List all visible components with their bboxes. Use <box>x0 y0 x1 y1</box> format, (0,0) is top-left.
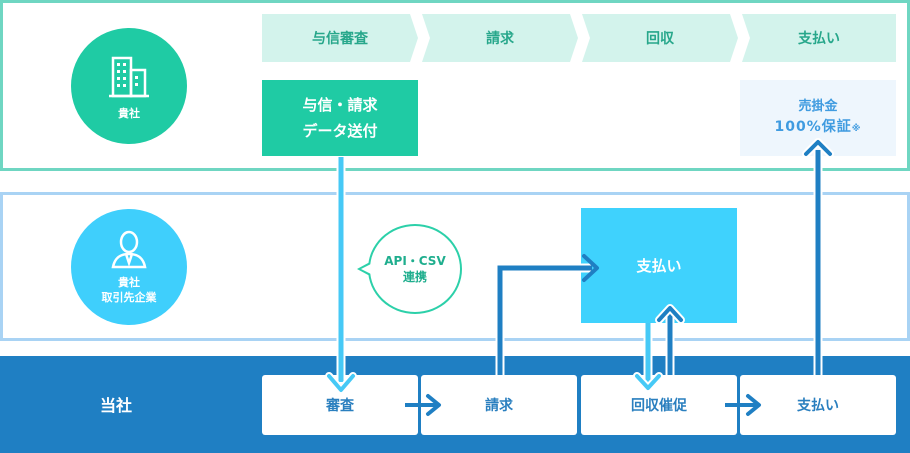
api-csv-bubble: API・CSV 連携 <box>368 224 462 314</box>
us-step-billing: 請求 <box>421 375 577 435</box>
guarantee-line2: 100%保証 <box>774 119 852 135</box>
client-badge: 貴社 <box>71 28 187 144</box>
partner-badge: 貴社 取引先企業 <box>71 209 187 325</box>
guarantee-line1: 売掛金 <box>798 99 838 114</box>
partner-payment-box: 支払い <box>581 208 737 323</box>
send-data-line2: データ送付 <box>302 122 378 140</box>
guarantee-box: 売掛金 100%保証※ <box>740 80 896 156</box>
step-credit-check: 与信審査 <box>262 14 418 62</box>
client-label: 貴社 <box>118 106 140 120</box>
send-data-box: 与信・請求 データ送付 <box>262 80 418 156</box>
building-icon <box>109 56 149 97</box>
bubble-line2: 連携 <box>402 270 427 284</box>
send-data-line1: 与信・請求 <box>302 96 378 114</box>
us-step-review: 審査 <box>262 375 418 435</box>
bubble-line1: API・CSV <box>384 254 446 268</box>
person-icon <box>111 230 147 269</box>
step-payment: 支払い <box>742 14 896 62</box>
us-step-payment: 支払い <box>740 375 896 435</box>
partner-label: 貴社 取引先企業 <box>101 276 157 304</box>
guarantee-note: ※ <box>851 124 862 134</box>
step-billing: 請求 <box>422 14 578 62</box>
us-step-collection-reminder: 回収催促 <box>581 375 737 435</box>
us-label: 当社 <box>100 396 133 415</box>
step-collection: 回収 <box>582 14 738 62</box>
